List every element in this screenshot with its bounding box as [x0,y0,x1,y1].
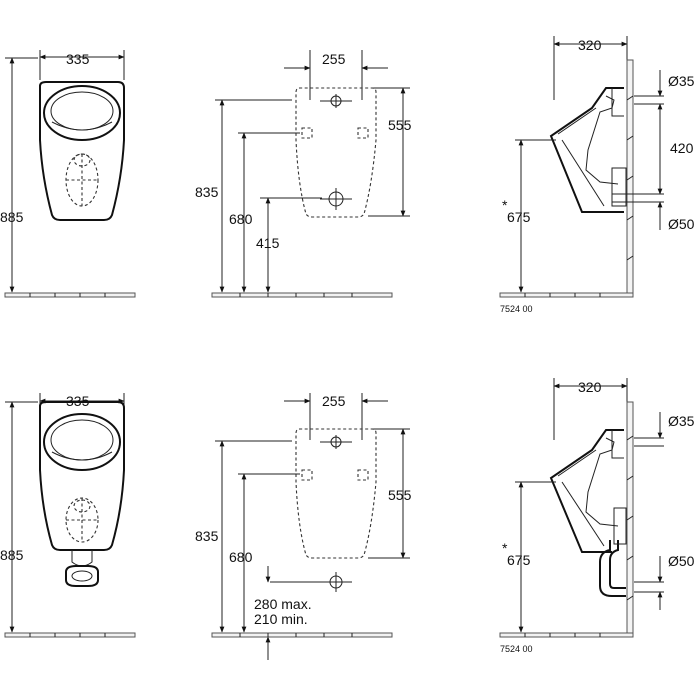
side-view-bottom: 320 Ø35 Ø50 * 675 7524 00 [499,378,695,654]
urinal-profile [549,87,624,213]
front-view-bottom: 335 885 [0,393,136,638]
floor [4,292,136,298]
height-d-label: 555 [388,117,412,133]
min-label: 210 min. [254,611,308,627]
diameter-top-label: Ø35 [668,413,695,429]
depth-label: 320 [578,379,602,395]
product-code: 7524 00 [500,644,533,654]
width-label: 255 [322,51,346,67]
height-d-label: 555 [388,487,412,503]
diameter-top-label: Ø35 [668,73,695,89]
max-label: 280 max. [254,596,312,612]
product-code: 7524 00 [500,304,533,314]
width-label: 335 [66,51,90,67]
urinal-body [39,81,125,221]
height-b-label: 680 [229,549,253,565]
diameter-bottom-label: Ø50 [668,553,695,569]
diameter-bottom-label: Ø50 [668,216,695,232]
total-height-label: 835 [195,184,219,200]
height-label: 885 [0,209,24,225]
urinal-rim [43,85,121,141]
siphon [71,550,93,567]
urinal-body [39,401,125,551]
rear-outline [295,87,377,218]
rear-view-bottom: 255 835 680 555 280 max. 210 min. [195,393,412,660]
front-view-top: 335 885 [0,50,136,298]
total-height-label: 835 [195,528,219,544]
rear-view-top: 255 835 680 415 555 [195,50,412,298]
height-mark: * [502,540,508,556]
height-mark: * [502,197,508,213]
height-c-label: 415 [256,235,280,251]
height-label: 675 [507,552,531,568]
height-b-label: 680 [229,211,253,227]
side-view-top: 320 Ø35 420 Ø50 * 675 7524 00 [499,36,695,314]
height-label: 885 [0,547,24,563]
depth-label: 320 [578,37,602,53]
siphon-trap [599,540,626,597]
spacing-label: 420 [670,140,694,156]
height-label: 675 [507,209,531,225]
width-label: 255 [322,393,346,409]
